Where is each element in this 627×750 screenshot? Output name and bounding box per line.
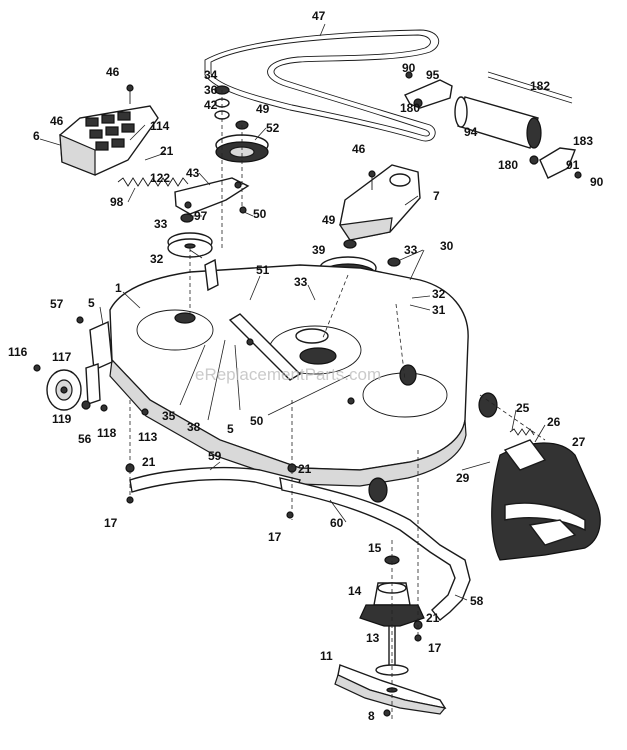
callout-29: 29	[456, 471, 470, 485]
callout-90-top: 90	[402, 61, 416, 75]
wheel-bracket-5	[85, 320, 113, 405]
belt-47	[204, 29, 440, 142]
callout-119: 119	[52, 412, 72, 426]
callout-21-left: 21	[142, 455, 156, 469]
washer-stack-34-36-42	[214, 85, 249, 130]
callout-122: 122	[150, 171, 170, 185]
callout-182: 182	[530, 79, 550, 93]
callout-31: 31	[432, 303, 446, 317]
watermark-text: eReplacementParts.com	[195, 365, 381, 384]
callout-46-right: 46	[352, 142, 366, 156]
callout-91: 91	[566, 158, 580, 172]
callout-97: 97	[194, 209, 208, 223]
callout-43: 43	[186, 166, 200, 180]
callout-98: 98	[110, 195, 124, 209]
callout-38: 38	[187, 420, 201, 434]
callout-5-left: 5	[88, 296, 95, 310]
callout-33-mid: 33	[294, 275, 308, 289]
callout-25: 25	[516, 401, 530, 415]
callout-180-right: 180	[498, 158, 518, 172]
callout-117: 117	[52, 350, 72, 364]
callout-35: 35	[162, 409, 176, 423]
callout-32-right: 32	[432, 287, 446, 301]
callout-50-mid: 50	[250, 414, 264, 428]
callout-21-top: 21	[160, 144, 174, 158]
callout-49-mid: 49	[322, 213, 336, 227]
callout-11: 11	[320, 649, 333, 663]
callout-46-left: 46	[50, 114, 64, 128]
callout-58: 58	[470, 594, 484, 608]
callout-5-mid: 5	[227, 422, 234, 436]
cover-grille	[85, 111, 135, 151]
callout-21-right: 21	[426, 611, 440, 625]
callout-50-top: 50	[253, 207, 267, 221]
roller-bracket-91	[539, 147, 576, 179]
callout-52: 52	[266, 121, 280, 135]
spring-25	[509, 428, 535, 436]
belt-cover-7	[338, 164, 421, 241]
callout-51: 51	[256, 263, 270, 277]
callout-56: 56	[78, 432, 92, 446]
callout-116: 116	[8, 345, 28, 359]
callout-33-left: 33	[154, 217, 168, 231]
roller-94	[454, 71, 573, 149]
deck-cover-6	[59, 105, 159, 176]
callout-26: 26	[547, 415, 561, 429]
baffle-60	[279, 477, 471, 621]
callout-6: 6	[33, 129, 40, 143]
callout-17-left: 17	[104, 516, 118, 530]
leader-lines	[39, 23, 546, 601]
chute-hinge-26	[503, 439, 547, 471]
callout-95: 95	[426, 68, 440, 82]
callout-42: 42	[204, 98, 218, 112]
callout-113: 113	[138, 430, 158, 444]
callout-180-top: 180	[400, 101, 420, 115]
callout-36: 36	[204, 83, 218, 97]
callout-33-right: 33	[404, 243, 418, 257]
callout-39: 39	[312, 243, 326, 257]
callout-94: 94	[464, 125, 478, 139]
callout-21-mid: 21	[298, 462, 312, 476]
gauge-wheel-117	[46, 369, 82, 411]
callout-15: 15	[368, 541, 382, 555]
callout-13: 13	[366, 631, 380, 645]
spring-98	[117, 177, 189, 187]
callout-183: 183	[573, 134, 593, 148]
callout-46-top: 46	[106, 65, 120, 79]
callout-7: 7	[433, 189, 440, 203]
mower-deck-1	[109, 258, 469, 487]
callout-30: 30	[440, 239, 454, 253]
callout-90-right: 90	[590, 175, 604, 189]
hardware-bolts	[33, 71, 582, 717]
callout-57: 57	[50, 297, 64, 311]
callout-32-left: 32	[150, 252, 164, 266]
callout-27: 27	[572, 435, 586, 449]
deck-wheel-right	[368, 364, 498, 503]
callout-114: 114	[150, 119, 170, 133]
callout-17-right: 17	[428, 641, 442, 655]
callout-59: 59	[208, 449, 222, 463]
callout-14: 14	[348, 584, 362, 598]
callout-47: 47	[312, 9, 326, 23]
blade-11	[334, 664, 447, 715]
callout-118: 118	[97, 426, 117, 440]
callout-17-mid: 17	[268, 530, 282, 544]
callout-34: 34	[204, 68, 218, 82]
discharge-chute-27	[491, 442, 601, 561]
callout-49-top: 49	[256, 102, 270, 116]
callout-1: 1	[115, 281, 122, 295]
callout-60: 60	[330, 516, 344, 530]
callout-labels: 47 46 46 6 34 36 42 49 52 114 21 122 43 …	[8, 9, 604, 723]
idler-bracket-43	[174, 177, 250, 215]
callout-8: 8	[368, 709, 375, 723]
